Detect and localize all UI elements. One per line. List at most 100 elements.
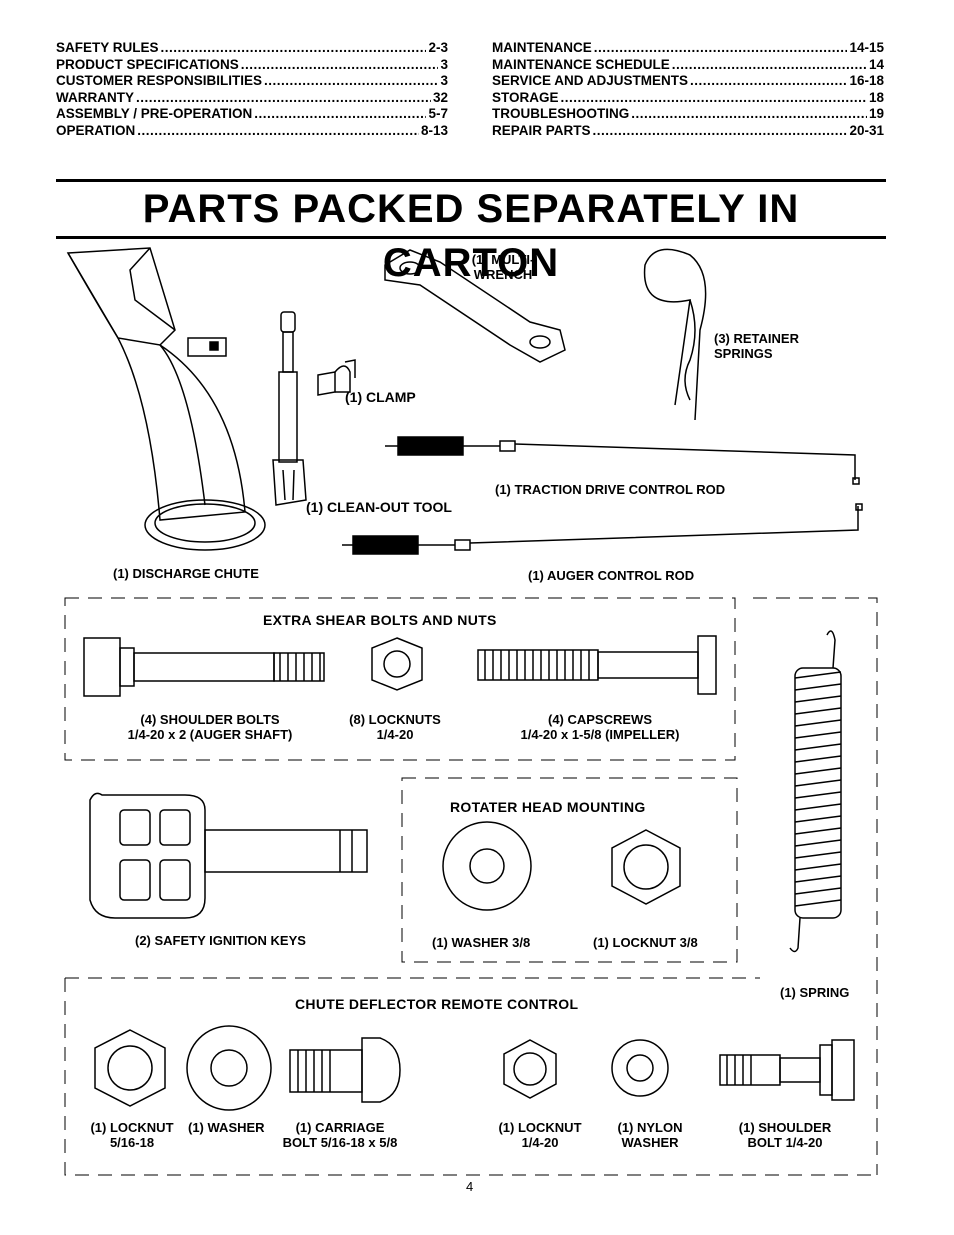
label-line: (1) LOCKNUT [90,1120,174,1135]
toc-label: MAINTENANCE [492,40,592,55]
label-line: SPRINGS [714,346,773,361]
retainer-spring-icon [643,248,707,421]
clamp-icon [317,359,356,396]
locknuts-label: (8) LOCKNUTS 1/4-20 [340,712,450,742]
toc-label: CUSTOMER RESPONSIBILITIES [56,73,263,88]
label-line: 1/4-20 x 1-5/8 (IMPELLER) [520,727,680,742]
ignition-keys-label: (2) SAFETY IGNITION KEYS [135,933,306,948]
label-line: (1) MULTI- [471,252,535,267]
label-line: BOLT 1/4-20 [747,1135,823,1150]
toc-label: REPAIR PARTS [492,122,591,138]
spring-label: (1) SPRING [780,985,850,1000]
chute-shoulder-bolt-label: (1) SHOULDER BOLT 1/4-20 [730,1120,840,1150]
toc-entry: TROUBLESHOOTING 19 [492,106,884,123]
rotater-box-border [401,777,738,963]
chute-washer-label: (1) WASHER [188,1120,265,1135]
washer-icon [442,821,532,911]
multi-wrench-icon [384,249,566,363]
toc-label: SAFETY RULES [56,40,159,55]
shoulder-bolts-label: (4) SHOULDER BOLTS 1/4-20 x 2 (AUGER SHA… [100,712,320,742]
shear-box-border [64,597,736,761]
toc-label: TROUBLESHOOTING [492,106,630,121]
toc-page: 20-31 [849,122,884,138]
label-line: BOLT 5/16-18 x 5/8 [282,1135,398,1150]
toc-label: STORAGE [492,89,559,105]
toc-label: WARRANTY [56,89,134,105]
chute-box-title: CHUTE DEFLECTOR REMOTE CONTROL [295,996,579,1012]
shoulder-bolt-icon [83,637,325,697]
washer-icon [186,1025,272,1111]
label-line: 5/16-18 [109,1135,155,1150]
toc-page: 16-18 [849,73,884,88]
clean-out-tool-label: (1) CLEAN-OUT TOOL [306,499,452,515]
label-line: (1) LOCKNUT [498,1120,582,1135]
toc-page: 3 [440,73,448,88]
multi-wrench-label: (1) MULTI- WRENCH [448,252,558,282]
discharge-chute-label: (1) DISCHARGE CHUTE [113,566,259,581]
toc-label: PRODUCT SPECIFICATIONS [56,56,239,72]
toc-page: 2-3 [428,40,448,55]
label-line: (4) SHOULDER BOLTS [140,712,280,727]
capscrews-label: (4) CAPSCREWS 1/4-20 x 1-5/8 (IMPELLER) [490,712,710,742]
toc-page: 14-15 [849,40,884,55]
toc-entry: SAFETY RULES 2-3 [56,40,448,57]
label-line: (1) NYLON [617,1120,683,1135]
label-line: 1/4-20 [521,1135,559,1150]
toc-entry: ASSEMBLY / PRE-OPERATION 5-7 [56,106,448,123]
toc-entry: MAINTENANCE SCHEDULE 14 [492,57,884,74]
locknut-icon [371,637,423,691]
toc-page: 8-13 [420,122,448,138]
nylon-washer-label: (1) NYLON WASHER [605,1120,695,1150]
toc-entry: STORAGE 18 [492,90,884,107]
chute-locknut2-label: (1) LOCKNUT 1/4-20 [485,1120,595,1150]
toc-label: ASSEMBLY / PRE-OPERATION [56,106,253,121]
locknut-icon [503,1039,557,1099]
toc-entry: CUSTOMER RESPONSIBILITIES 3 [56,73,448,90]
label-line: (8) LOCKNUTS [349,712,441,727]
label-line: 1/4-20 [376,727,414,742]
traction-rod-label: (1) TRACTION DRIVE CONTROL ROD [495,482,726,497]
chute-locknut-label: (1) LOCKNUT 5/16-18 [82,1120,182,1150]
rotater-locknut-label: (1) LOCKNUT 3/8 [593,935,698,950]
label-line: WRENCH [473,267,533,282]
page-title: PARTS PACKED SEPARATELY IN CARTON [142,187,800,285]
toc-page: 32 [432,89,448,105]
shear-box-title: EXTRA SHEAR BOLTS AND NUTS [263,612,497,628]
toc-label: SERVICE AND ADJUSTMENTS [492,73,689,88]
spring-icon [789,630,842,953]
toc-page: 19 [868,106,884,121]
title-bar: PARTS PACKED SEPARATELY IN CARTON [56,179,886,285]
rotater-washer-label: (1) WASHER 3/8 [432,935,531,950]
toc-label: OPERATION [56,122,136,138]
traction-rod-icon [385,436,860,485]
spring-box-border [753,597,878,1175]
toc-entry: PRODUCT SPECIFICATIONS3 [56,57,448,74]
locknut-icon [94,1029,166,1107]
clean-out-tool-icon [272,311,307,506]
carriage-bolt-icon [289,1037,401,1103]
retainer-springs-label: (3) RETAINER SPRINGS [714,331,799,361]
toc-page: 18 [868,89,884,105]
capscrew-icon [477,635,717,695]
carriage-bolt-label: (1) CARRIAGE BOLT 5/16-18 x 5/8 [270,1120,410,1150]
shoulder-bolt-icon [719,1039,855,1101]
clamp-label: (1) CLAMP [345,389,416,405]
toc-page: 14 [868,56,884,72]
chute-box-border [64,977,877,1176]
toc-entry: OPERATION 8-13 [56,123,448,140]
nylon-washer-icon [611,1039,669,1097]
toc-label: MAINTENANCE SCHEDULE [492,56,670,72]
ignition-key-icon [89,792,368,919]
label-line: (1) CARRIAGE [295,1120,385,1135]
toc-page: 5-7 [428,106,448,121]
label-line: (1) SHOULDER [738,1120,832,1135]
toc-entry: WARRANTY 32 [56,90,448,107]
auger-rod-label: (1) AUGER CONTROL ROD [528,568,695,583]
label-line: (3) RETAINER [714,331,799,346]
locknut-icon [611,829,681,905]
label-line: WASHER [621,1135,679,1150]
label-line: 1/4-20 x 2 (AUGER SHAFT) [127,727,293,742]
